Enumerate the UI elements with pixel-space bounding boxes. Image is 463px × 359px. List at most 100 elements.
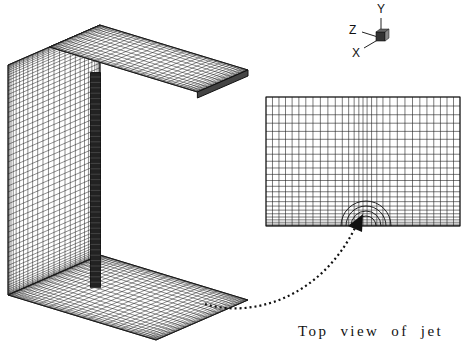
inset-caption: Top view of jet xyxy=(298,324,443,339)
mesh-line xyxy=(8,192,100,232)
mesh-line xyxy=(90,125,100,126)
mesh-line xyxy=(99,256,247,301)
mesh-line xyxy=(65,270,213,315)
mesh-line xyxy=(8,187,100,227)
mesh-line xyxy=(90,287,100,288)
mesh-line xyxy=(23,288,171,333)
mesh-line xyxy=(90,174,100,175)
mesh-line xyxy=(57,44,205,89)
mesh-line xyxy=(8,99,100,139)
mesh-line xyxy=(90,87,100,88)
mesh-line xyxy=(90,185,100,186)
mesh-line xyxy=(8,212,100,252)
mesh-line xyxy=(8,158,100,198)
domain-mesh xyxy=(8,25,248,340)
mesh-line xyxy=(90,179,100,180)
mesh-line xyxy=(8,110,100,150)
mesh-line xyxy=(90,104,100,105)
mesh-line xyxy=(43,280,191,325)
mesh-line xyxy=(8,77,100,117)
mesh-face xyxy=(197,70,248,98)
mesh-line xyxy=(9,294,157,339)
mesh-line xyxy=(51,46,199,91)
mesh-line xyxy=(8,176,100,216)
mesh-line xyxy=(90,152,100,153)
mesh-line xyxy=(85,262,233,307)
mesh-line xyxy=(90,131,100,132)
mesh-line xyxy=(90,206,100,207)
mesh-line xyxy=(90,271,100,272)
mesh-line xyxy=(90,195,100,196)
mesh-line xyxy=(90,93,100,94)
mesh-line xyxy=(90,244,100,245)
axis-label: X xyxy=(352,47,360,59)
mesh-line xyxy=(266,139,460,140)
mesh-line xyxy=(90,114,100,115)
mesh-line xyxy=(266,191,460,192)
mesh-line xyxy=(90,212,100,213)
mesh-line xyxy=(28,286,176,331)
mesh-line xyxy=(266,131,460,132)
mesh-line xyxy=(266,161,460,162)
mesh-line xyxy=(90,136,100,137)
mesh-line xyxy=(95,257,243,302)
mesh-line xyxy=(266,114,460,115)
mesh-line xyxy=(90,120,100,121)
mesh-line xyxy=(266,224,460,225)
mesh-line xyxy=(90,276,100,277)
mesh-line xyxy=(90,98,100,99)
mesh-line xyxy=(16,291,164,336)
mesh-line xyxy=(8,134,100,174)
mesh-line xyxy=(90,147,100,148)
mesh-line xyxy=(8,146,100,186)
mesh-line xyxy=(8,93,100,133)
mesh-line xyxy=(13,293,161,338)
axis-label: Y xyxy=(377,3,385,15)
mesh-line xyxy=(89,30,237,75)
mesh-line xyxy=(8,122,100,162)
mesh-line xyxy=(90,233,100,234)
mesh-line xyxy=(266,180,460,181)
mesh-line xyxy=(8,104,100,144)
mesh-line xyxy=(90,228,100,229)
mesh-line xyxy=(8,68,100,108)
mesh-line xyxy=(8,208,100,248)
mesh-face xyxy=(90,73,100,288)
mesh-line xyxy=(266,174,460,175)
mesh-line xyxy=(8,88,100,128)
mesh-line xyxy=(90,222,100,223)
axis-triad xyxy=(362,18,389,48)
mesh-line xyxy=(266,210,460,211)
mesh-line xyxy=(84,32,232,77)
mesh-line xyxy=(8,152,100,192)
dotted-arrow xyxy=(205,214,363,308)
mesh-line xyxy=(90,201,100,202)
mesh-face xyxy=(8,255,248,340)
mesh-line xyxy=(90,158,100,159)
mesh-line xyxy=(49,47,197,92)
mesh-face xyxy=(8,25,100,295)
mesh-line xyxy=(100,25,248,70)
mesh-line xyxy=(65,40,213,85)
mesh-line xyxy=(266,186,460,187)
mesh-line xyxy=(48,277,196,322)
mesh-line xyxy=(80,34,228,79)
mesh-line xyxy=(266,196,460,197)
mesh-line xyxy=(266,167,460,168)
mesh-line xyxy=(266,146,460,147)
mesh-line xyxy=(90,77,100,78)
mesh-line xyxy=(90,168,100,169)
mesh-line xyxy=(8,63,100,103)
mesh-line xyxy=(20,290,168,335)
mesh-line xyxy=(61,42,209,87)
mesh-line xyxy=(90,109,100,110)
mesh-line xyxy=(266,123,460,124)
mesh-line xyxy=(8,128,100,168)
mesh-line xyxy=(8,116,100,156)
mesh-line xyxy=(90,266,100,267)
mesh-line xyxy=(90,217,100,218)
mesh-line xyxy=(8,140,100,180)
mesh-line xyxy=(90,190,100,191)
mesh-line xyxy=(90,239,100,240)
